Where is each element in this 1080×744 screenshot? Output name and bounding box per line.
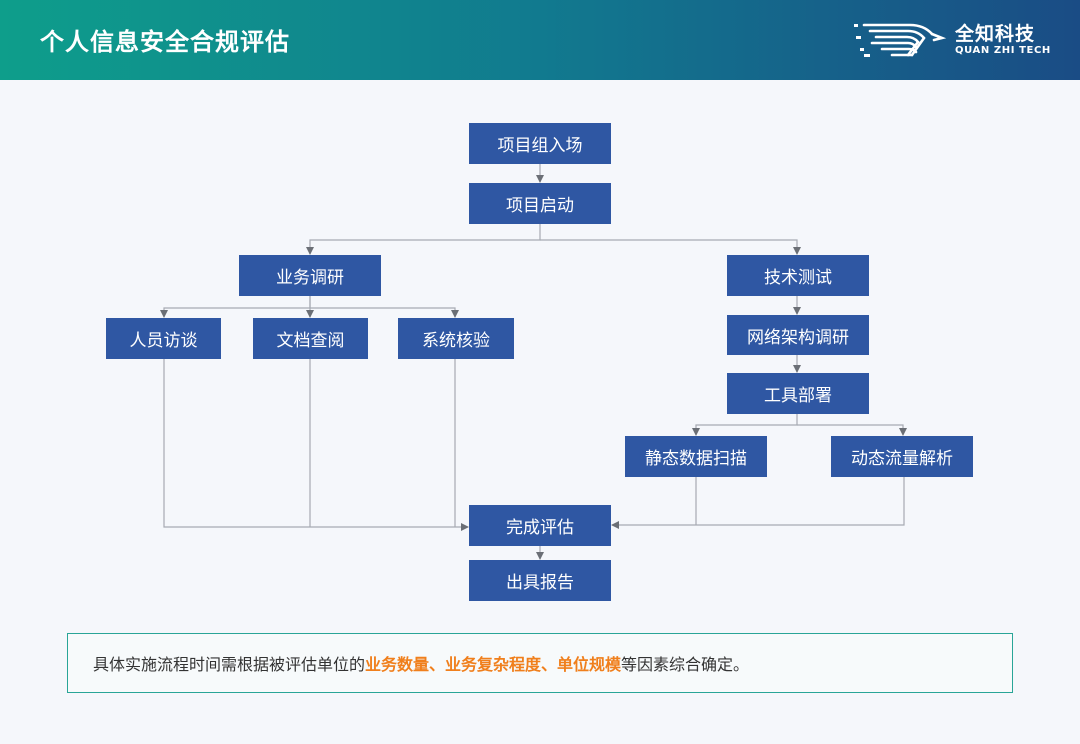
connector-dynamic-complete — [611, 477, 905, 529]
node-issue-report: 出具报告 — [469, 560, 611, 601]
connector-interview-complete — [163, 359, 469, 531]
brand-name: 全知科技 — [955, 23, 1036, 45]
node-technical-testing: 技术测试 — [727, 255, 869, 296]
node-static-data-scan: 静态数据扫描 — [625, 436, 767, 477]
connector-tools-static — [692, 414, 798, 436]
connector-biz-syscheck — [310, 307, 459, 318]
node-document-review: 文档查阅 — [253, 318, 368, 359]
brand-logo: 全知科技 QUAN ZHI TECH — [852, 16, 1052, 64]
node-tool-deployment: 工具部署 — [727, 373, 869, 414]
note-prefix: 具体实施流程时间需根据被评估单位的 — [93, 655, 366, 674]
connector-biz-interview — [160, 296, 311, 318]
node-project-kickoff: 项目启动 — [469, 183, 611, 224]
connector-tools-dynamic — [797, 424, 907, 436]
brand-tagline: QUAN ZHI TECH — [955, 45, 1051, 56]
node-dynamic-traffic-analysis: 动态流量解析 — [831, 436, 973, 477]
page-title: 个人信息安全合规评估 — [40, 28, 290, 56]
connector-split-tech — [540, 239, 801, 255]
connector-n2-split — [306, 224, 541, 255]
node-system-verification: 系统核验 — [398, 318, 514, 359]
node-team-onsite: 项目组入场 — [469, 123, 611, 164]
node-staff-interview: 人员访谈 — [106, 318, 221, 359]
note-suffix: 等因素综合确定。 — [621, 655, 750, 674]
header-bar: 个人信息安全合规评估 全知科技 QUAN ZHI TECH — [0, 0, 1080, 80]
node-complete-assessment: 完成评估 — [469, 505, 611, 546]
note-box: 具体实施流程时间需根据被评估单位的业务数量、业务复杂程度、单位规模等因素综合确定… — [67, 633, 1013, 693]
node-network-architecture: 网络架构调研 — [727, 315, 869, 355]
note-highlight: 业务数量、业务复杂程度、单位规模 — [365, 655, 622, 674]
node-business-research: 业务调研 — [239, 255, 381, 296]
note-text: 具体实施流程时间需根据被评估单位的业务数量、业务复杂程度、单位规模等因素综合确定… — [93, 651, 749, 675]
brand-mark-icon — [854, 23, 947, 57]
